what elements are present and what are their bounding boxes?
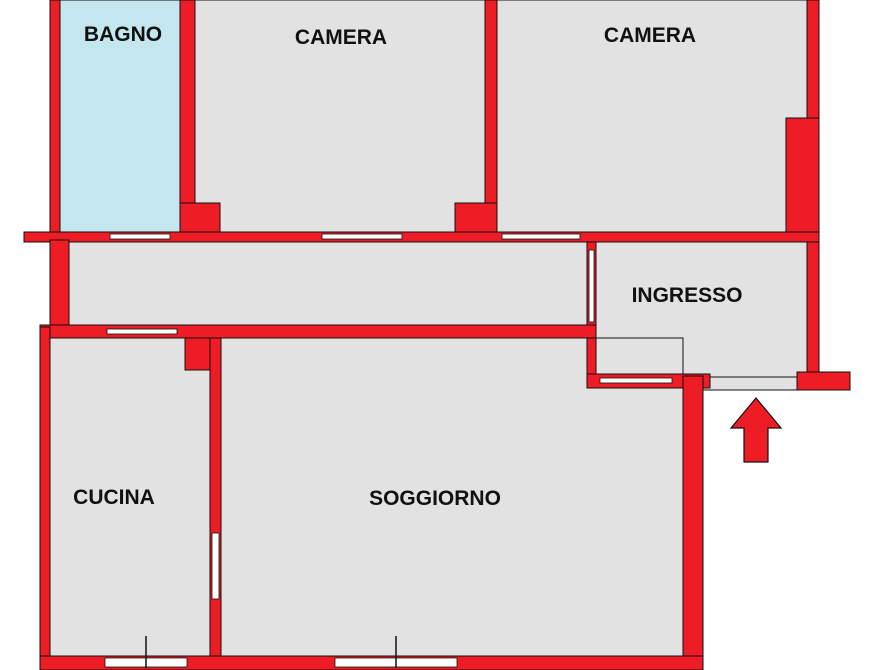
wall <box>796 371 851 391</box>
pillar <box>785 117 820 239</box>
floors <box>49 0 810 657</box>
wall <box>23 231 820 243</box>
window <box>109 233 171 240</box>
label-ingresso: INGRESSO <box>632 284 743 307</box>
wall <box>49 0 61 241</box>
window <box>501 233 581 240</box>
wall <box>484 0 498 233</box>
pillar <box>454 202 498 234</box>
window <box>588 249 595 323</box>
room-labels: BAGNO CAMERA CAMERA INGRESSO CUCINA SOGG… <box>73 23 742 510</box>
up-arrow-icon <box>729 397 783 463</box>
window <box>599 377 673 384</box>
pillar <box>179 202 221 234</box>
window <box>211 532 220 600</box>
label-camera-2: CAMERA <box>604 24 696 47</box>
window <box>106 328 178 335</box>
entrance-step-floor <box>699 376 801 391</box>
windows <box>104 233 673 668</box>
wall <box>49 239 70 328</box>
living-room-floor <box>220 337 684 657</box>
wall <box>179 0 196 233</box>
wall <box>682 375 704 670</box>
label-camera-1: CAMERA <box>295 26 387 49</box>
hallway-floor <box>68 241 588 326</box>
window <box>321 233 403 240</box>
wall <box>209 337 222 670</box>
label-cucina: CUCINA <box>73 486 155 509</box>
bedroom-1-floor <box>194 0 486 233</box>
bathroom-floor <box>59 0 181 233</box>
label-soggiorno: SOGGIORNO <box>369 487 501 510</box>
kitchen-floor <box>49 337 211 657</box>
wall <box>39 326 51 670</box>
label-bagno: BAGNO <box>84 23 162 46</box>
